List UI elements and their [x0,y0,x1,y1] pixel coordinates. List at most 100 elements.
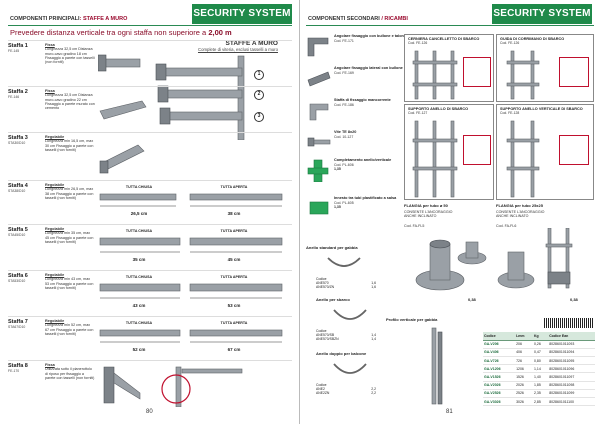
brand-banner: SECURITY SYSTEM [192,4,292,24]
section-heading: COMPONENTI SECONDARI / RICAMBI [308,16,408,22]
dim-min-value: 26,5 cm [130,211,148,216]
cell-lmm: 406 [515,348,533,358]
flange-1-subtitle: CONSENTE L'ANCORAGGIO ANCHE INCLINATO [404,210,453,219]
wall-subtitle: Complete di viteria, esclusi tasselli a … [197,47,278,52]
accessory-note: 1,35 [334,167,341,172]
header-divider [8,25,292,26]
product-box-cerniera: CERNIERA CANCELLETTO DI SBARCO Cod. FE-1… [404,34,494,102]
staffa-code: FE-145 [8,49,20,54]
cell-ean: 8028601011096 [548,364,595,374]
ring-doppio-image [333,363,367,374]
cell-ean: 8028601011099 [548,389,595,399]
flange-2-image [497,228,573,289]
staffa-7-dimensions: TUTTA CHIUSA TUTTA APERTA 52 cm 67 cm [94,321,288,352]
cell-kg: 2,35 [532,389,549,399]
cell-lmm: 2026 [515,381,533,390]
section-heading-prefix: COMPONENTI SECONDARI [308,16,380,22]
lateral-bracket-icon [307,71,331,87]
section-heading: COMPONENTI PRINCIPALI: STAFFE A MURO [10,16,127,22]
cell-codice: GA-V1526 [483,372,516,382]
barcode-icon [544,318,594,328]
staffa-1-image [98,54,141,72]
ring-sbarco-image [333,309,367,320]
detail-highlight [559,57,589,87]
accessory-code: Cod. PL-606 [334,163,354,168]
cell-ean: 8028601011093 [548,340,595,349]
box-code: Cod. FE-128 [500,111,520,115]
dim-min-value: 43 cm [132,303,146,308]
dim-closed-label: TUTTA CHIUSA [125,185,153,189]
cell-kg: 1,40 [532,372,549,382]
accessory-code: Cod. 10-127 [334,135,354,140]
dim-min-value: 52 cm [132,347,146,352]
staffa-code: STA53/D10 [8,279,26,284]
staffa-code: STA30/D10 [8,141,26,146]
section-heading-highlight: : STAFFE A MURO [79,16,128,22]
bracket-plate-top [155,63,167,81]
staffa-code: FE-146 [8,95,20,100]
cell-codice: GA-V2526 [483,389,516,399]
subtitle-highlight: 2,00 m [208,28,232,37]
staffa-2-image [99,100,147,120]
flange-2-subtitle: CONSENTE L'ANCORAGGIO ANCHE INCLINATO [496,210,545,219]
page-number-left: 80 [146,409,153,416]
detail-highlight [463,135,491,165]
cell-ean: 8028601011094 [548,348,595,358]
flange-2-price: 0,38 [570,297,578,302]
col-codice: Codice [483,332,516,341]
staffa-code: FE-170 [8,369,20,374]
dim-open-label: TUTTA APERTA [220,229,248,233]
product-box-guida: GUIDA DI CORRIMANO DI SBARCO Cod. FE-126 [496,34,594,102]
box-title: SUPPORTO ANELLO DI SBARCO [408,107,469,111]
cell-codice: GA-V406 [483,348,516,358]
cell-codice: GA-V2026 [483,381,516,390]
staffa-code: STA45/D10 [8,233,26,238]
dim-closed-label: TUTTA CHIUSA [125,321,153,325]
dim-closed-label: TUTTA CHIUSA [125,275,153,279]
cell-codice: GA-V3026 [483,397,516,407]
cell-lmm: 206 [515,340,533,349]
staffa-4-bars [99,193,283,207]
callout-3: 3 [254,112,264,122]
dim-max-value: 53 cm [227,303,241,308]
wall-bracket-drawing [155,55,245,140]
table-header-row: Codice Lmm Kg Codice Ean [483,332,595,341]
flange-1-title: FLANGIA per tubo ø 50 [404,203,448,208]
staffa-5-dimensions: TUTTA CHIUSA TUTTA APERTA 35 cm 45 cm [94,229,288,262]
cage-image [412,50,458,100]
staffa-code: STA67/D10 [8,325,26,330]
cell-codice: GA-V726 [483,356,516,366]
bracket-plate-bot [159,107,171,125]
dim-closed-label: TUTTA CHIUSA [125,229,153,233]
cell-kg: 2,85 [532,397,549,407]
wall-bracket-illustration: STAFFE A MURO Complete di viteria, esclu… [142,40,282,140]
flange-1-image [415,239,487,291]
cage-image [412,120,458,198]
page-subtitle: Prevedere distanza verticale tra ogni st… [10,28,232,38]
product-box-supporto-anello: SUPPORTO ANELLO DI SBARCO Cod. FE-127 [404,104,494,200]
page-number-right: 81 [446,409,453,416]
wall-title: STAFFE A MURO [225,40,278,47]
dim-min-value: 35 cm [132,257,146,262]
flange-2-title: FLANGIA per tubo 25x25 [496,203,543,208]
angle-bracket-icon [307,37,329,57]
box-code: Cod. FE-126 [500,41,520,45]
